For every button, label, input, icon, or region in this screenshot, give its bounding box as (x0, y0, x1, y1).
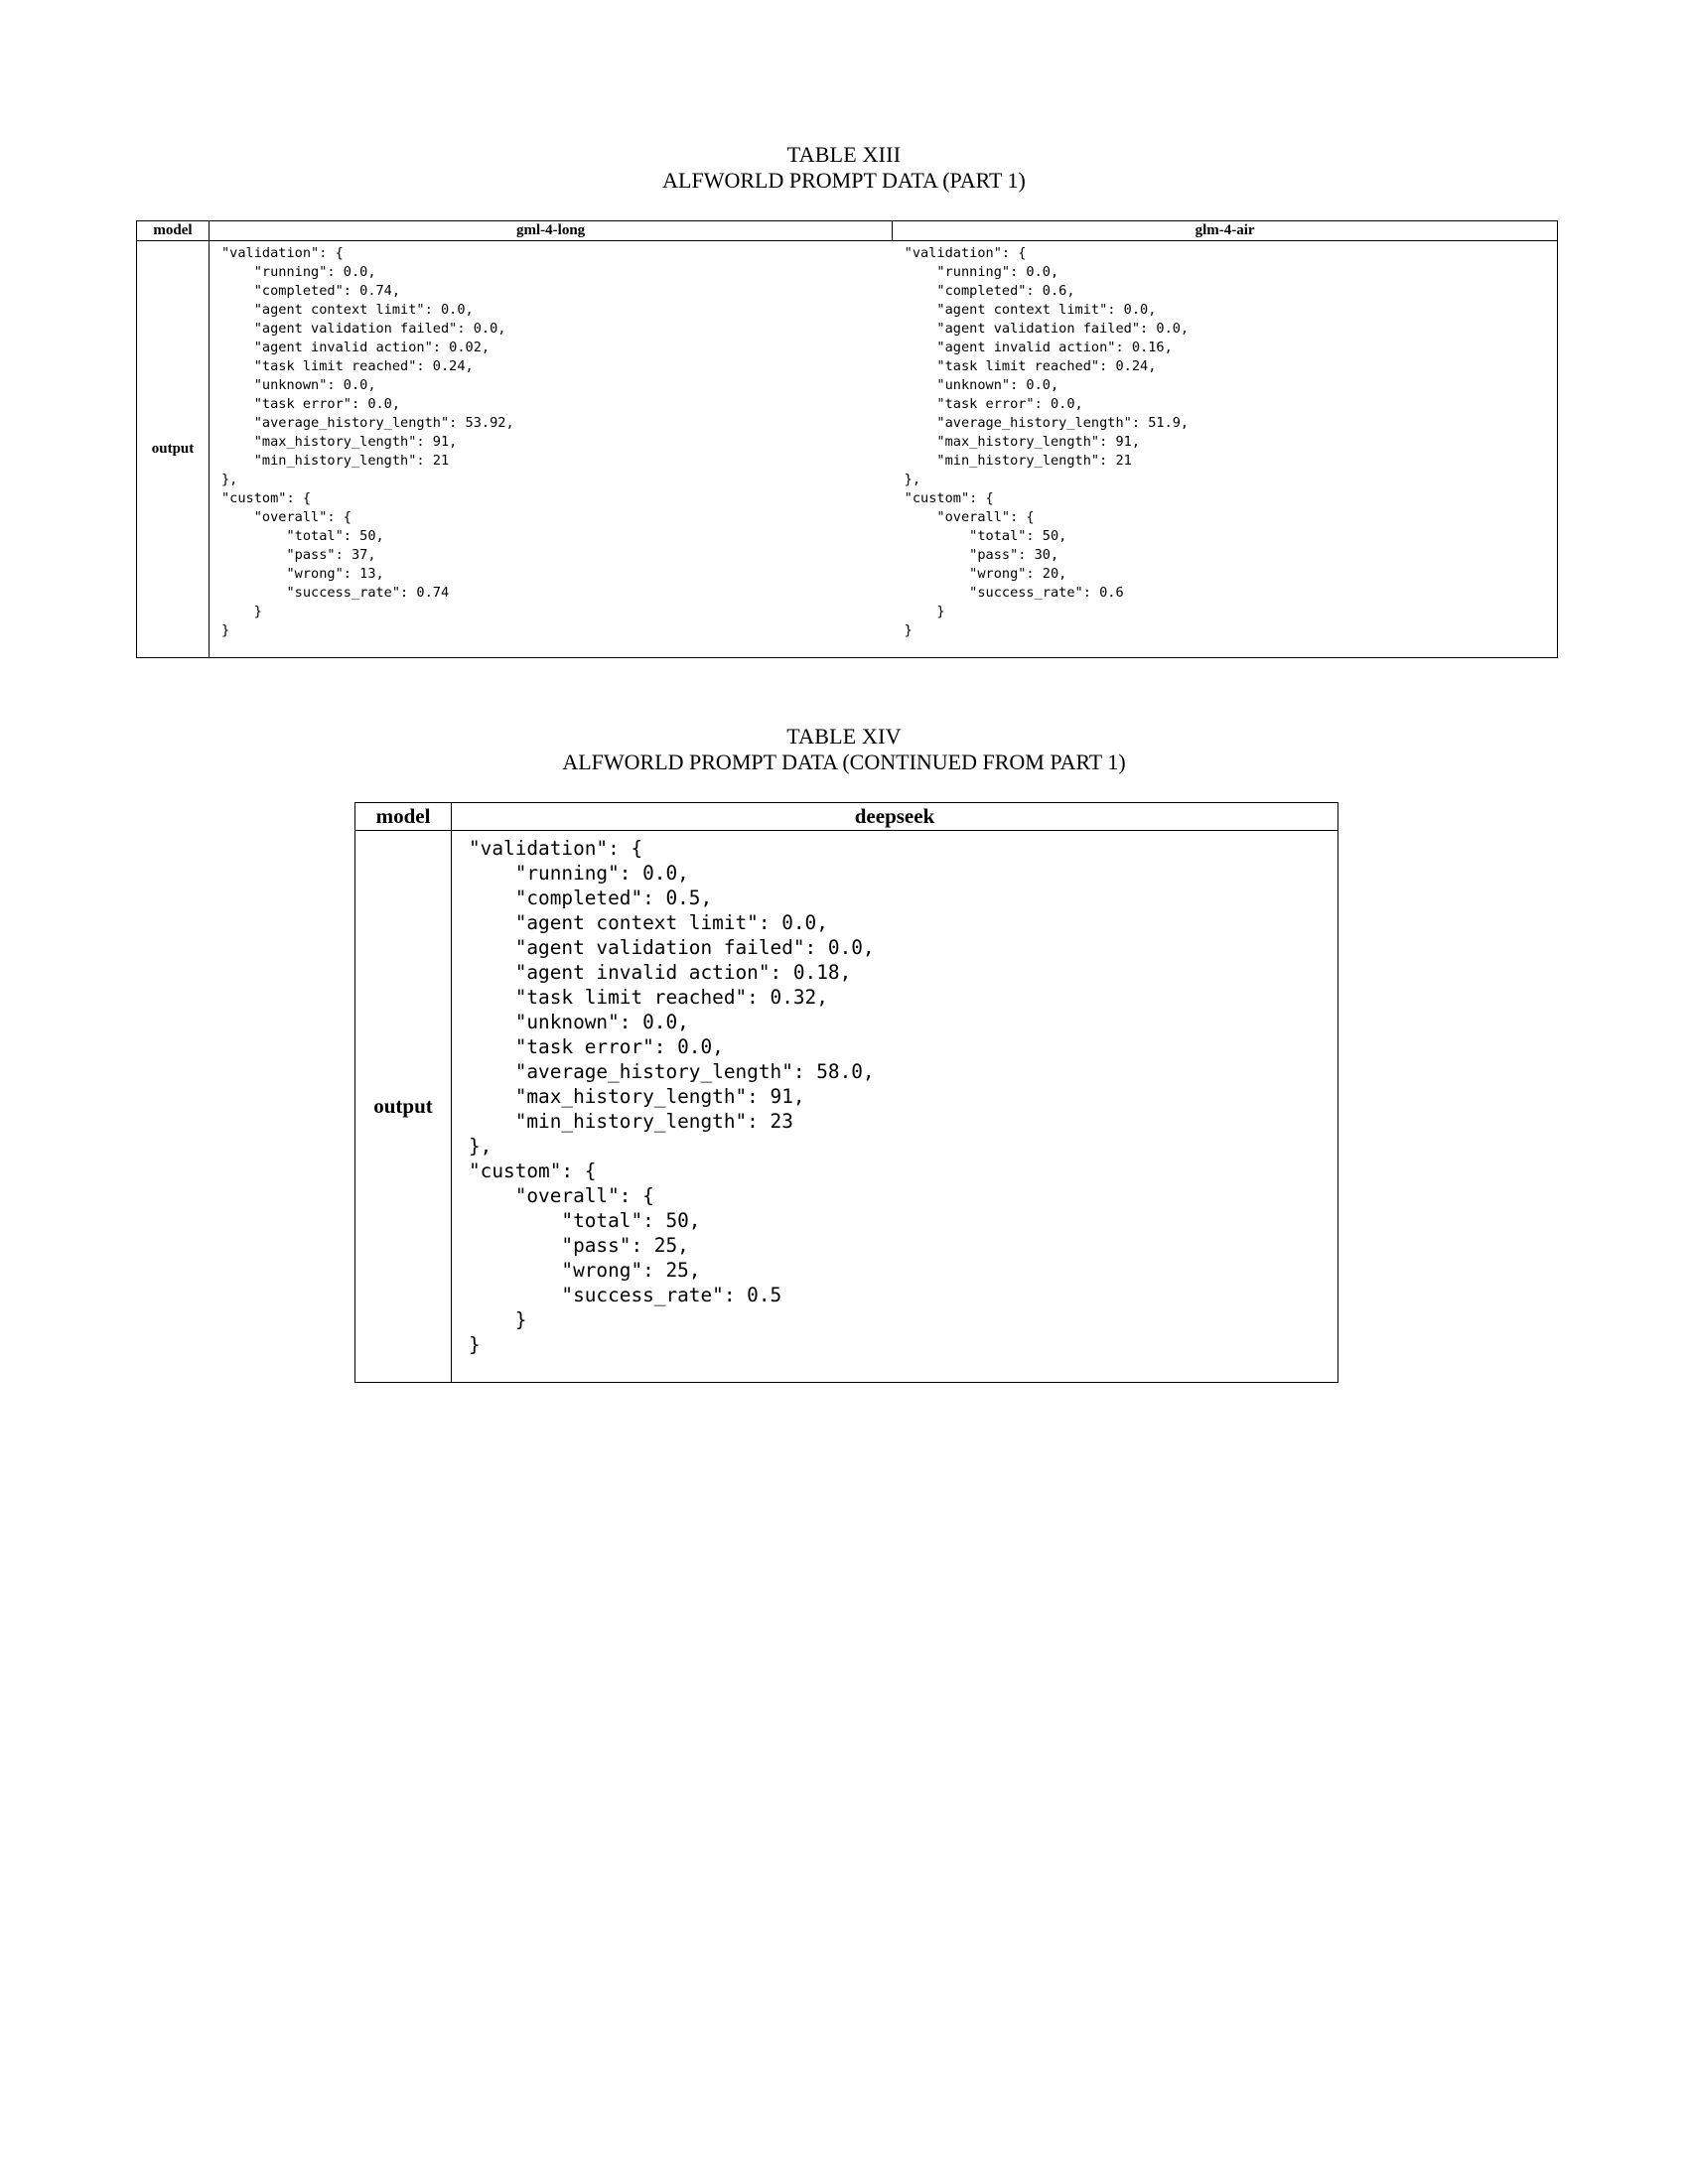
table-14-title: ALFWORLD PROMPT DATA (CONTINUED FROM PAR… (562, 750, 1126, 775)
table-14-col-deepseek-header: deepseek (451, 802, 1338, 831)
table-14-deepseek-output-cell: "validation": { "running": 0.0, "complet… (451, 830, 1338, 1383)
table-13-col-gml-4-long-header: gml-4-long (208, 220, 894, 241)
table-13-col-glm-4-air-header: glm-4-air (892, 220, 1558, 241)
table-13: model gml-4-long glm-4-air output "valid… (136, 220, 1558, 658)
table-13-gml-4-long-output: "validation": { "running": 0.0, "complet… (221, 245, 514, 638)
table-13-glm-4-air-output: "validation": { "running": 0.0, "complet… (904, 245, 1190, 638)
table-14-caption: TABLE XIV ALFWORLD PROMPT DATA (CONTINUE… (0, 724, 1688, 776)
table-14-model-header: model (354, 802, 452, 831)
table-13-header-row: model gml-4-long glm-4-air (136, 220, 1558, 241)
table-14-output-label: output (354, 830, 452, 1383)
table-13-model-header: model (136, 220, 210, 241)
table-13-gml-4-long-output-cell: "validation": { "running": 0.0, "complet… (208, 240, 893, 658)
table-14-output-row: output "validation": { "running": 0.0, "… (354, 830, 1338, 1383)
table-13-output-row: output "validation": { "running": 0.0, "… (136, 240, 1558, 658)
table-14-header-row: model deepseek (354, 802, 1338, 831)
table-13-glm-4-air-output-cell: "validation": { "running": 0.0, "complet… (892, 240, 1558, 658)
table-13-label: TABLE XIII (786, 142, 902, 167)
table-13-output-label: output (136, 240, 210, 658)
table-14-deepseek-output: "validation": { "running": 0.0, "complet… (469, 837, 875, 1356)
table-14-label: TABLE XIV (786, 724, 902, 749)
table-13-caption: TABLE XIII ALFWORLD PROMPT DATA (PART 1) (0, 142, 1688, 195)
table-14: model deepseek output "validation": { "r… (354, 802, 1338, 1383)
table-13-title: ALFWORLD PROMPT DATA (PART 1) (662, 168, 1026, 194)
